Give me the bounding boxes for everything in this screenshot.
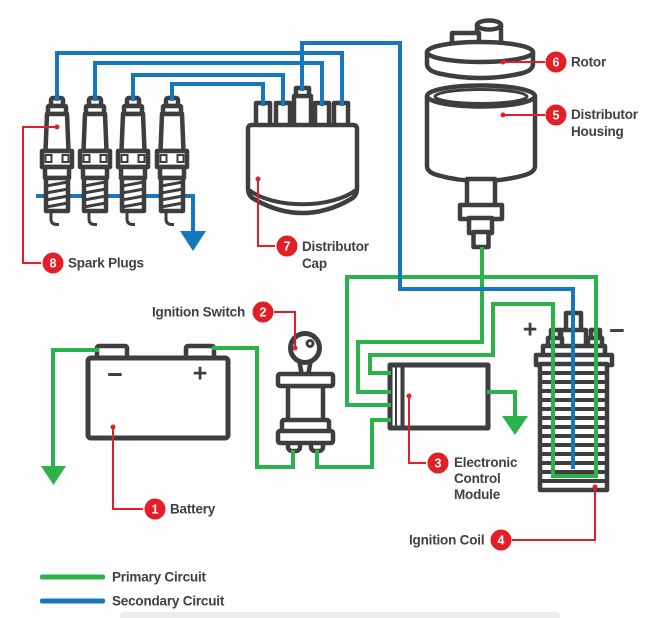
housing-label-line2: Housing: [571, 124, 624, 139]
spark-plug-3: [118, 98, 148, 225]
battery: [85, 343, 231, 441]
ignition-coil-label: Ignition Coil: [409, 532, 485, 548]
wire-switch-to-ecm: [315, 418, 391, 469]
spark-plug-1: [42, 98, 72, 225]
spark-plugs-label: Spark Plugs: [68, 255, 144, 271]
cap-label-line1: Distributor: [302, 239, 369, 254]
wire-cap-to-plug4: [170, 82, 265, 106]
battery-minus-symbol: −: [107, 359, 123, 390]
distributor-housing-label: Distributor Housing: [571, 106, 638, 140]
label-pointer-lines: [22, 59, 598, 541]
electronic-control-module: [387, 362, 491, 431]
secondary-circuit-swatch: [40, 598, 105, 604]
primary-circuit-label: Primary Circuit: [112, 569, 206, 585]
distributor-cap-label: Distributor Cap: [302, 238, 369, 272]
primary-circuit-swatch: [40, 574, 105, 580]
distributor-cap: [245, 85, 360, 216]
wire-cap-to-plug1: [55, 51, 344, 106]
wire-ecm-to-coil-minus: [345, 275, 598, 478]
spark-plugs: [42, 98, 187, 225]
ground-arrow-battery: [41, 466, 66, 485]
coil-plus-symbol: +: [522, 315, 538, 344]
badge-ignition-coil: 4: [490, 529, 512, 551]
ground-arrow-ecm: [502, 416, 528, 435]
secondary-circuit-label: Secondary Circuit: [112, 593, 225, 609]
wire-coil-to-cap: [300, 41, 575, 469]
ignition-switch-label: Ignition Switch: [152, 304, 245, 320]
housing-label-line1: Distributor: [571, 107, 638, 122]
wire-battery-to-switch: [212, 346, 295, 469]
coil-minus-symbol: −: [609, 315, 625, 346]
distributor-housing: [424, 83, 538, 250]
ecm-label-line3: Module: [454, 487, 501, 502]
badge-rotor: 6: [545, 51, 567, 73]
spark-plug-4: [157, 98, 187, 225]
rotor: [424, 18, 536, 81]
wire-ecm-ground: [487, 390, 517, 420]
secondary-circuit-wires: [55, 41, 575, 469]
ground-arrow-secondary: [180, 231, 206, 251]
wire-ecm-to-coil-plus: [368, 302, 598, 478]
primary-circuit-wires: [41, 247, 598, 485]
battery-plus-symbol: +: [192, 359, 208, 388]
ecm-label-line1: Electronic: [454, 455, 518, 470]
wire-cap-to-plug3: [131, 73, 285, 106]
bottom-edge-bar: [120, 612, 560, 618]
badge-distributor-cap: 7: [276, 235, 298, 257]
cap-label-line2: Cap: [302, 256, 327, 271]
badge-battery: 1: [144, 498, 166, 520]
badge-ignition-switch: 2: [252, 301, 274, 323]
battery-label: Battery: [170, 501, 216, 517]
wire-battery-ground: [51, 348, 99, 469]
spark-plug-2: [80, 98, 110, 225]
badge-distributor-housing: 5: [545, 104, 567, 126]
wire-cap-to-plug2: [93, 61, 324, 106]
badge-ecm: 3: [427, 452, 449, 474]
wire-distributor-to-ecm: [356, 247, 484, 394]
ecm-label-line2: Control: [454, 471, 501, 486]
rotor-label: Rotor: [571, 54, 606, 70]
distributor-cap-body: [245, 122, 360, 216]
badge-spark-plugs: 8: [42, 252, 64, 274]
ecm-label: Electronic Control Module: [454, 455, 517, 503]
ignition-switch: [275, 331, 336, 454]
